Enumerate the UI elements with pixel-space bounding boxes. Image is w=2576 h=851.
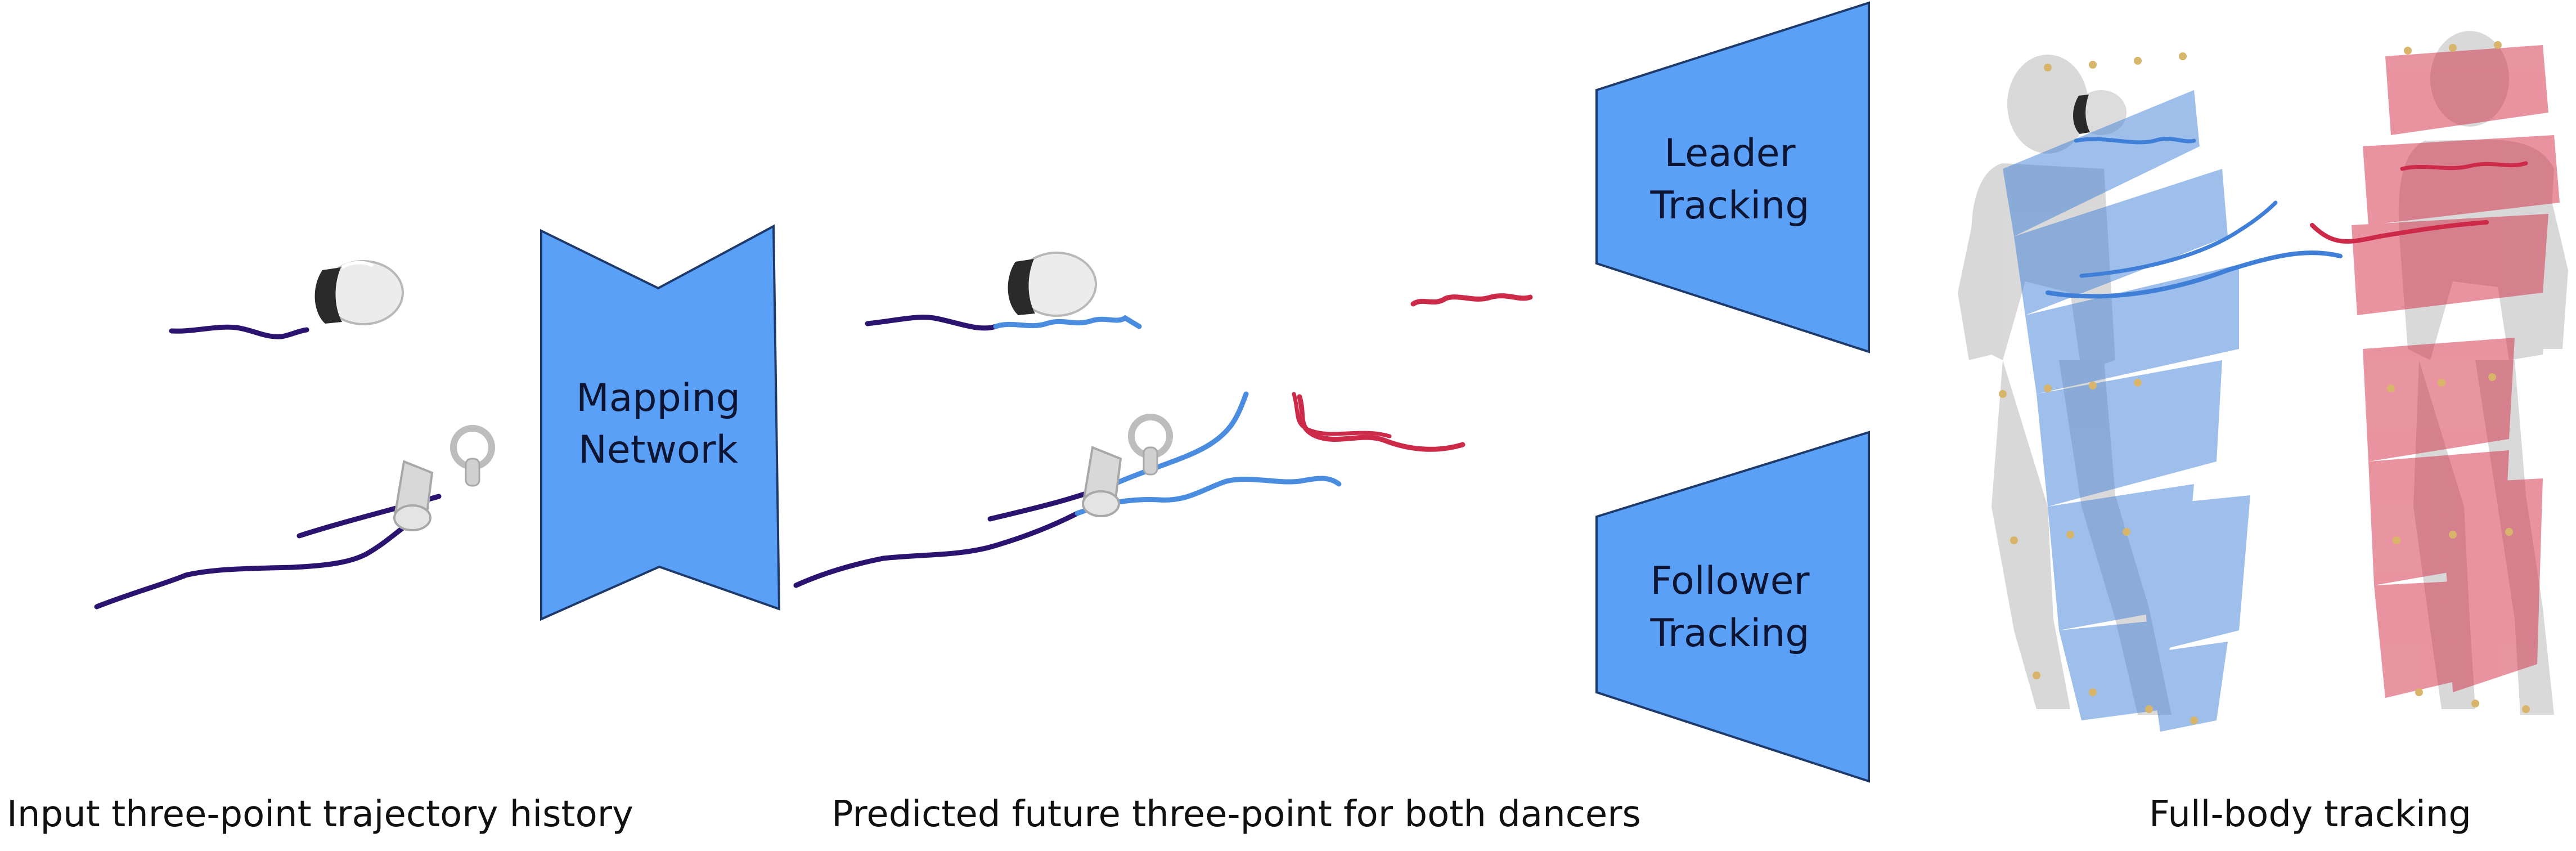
- vr-controller-icon: [1128, 414, 1173, 476]
- leader-arm-trajectory-2: [2079, 200, 2278, 278]
- vr-headset-icon: [1008, 252, 1097, 317]
- leader-hand-future-trajectory-1: [1075, 476, 1342, 516]
- mapping-network-label-line1: Mapping: [576, 376, 740, 420]
- full-body-output: [1958, 31, 2568, 732]
- follower-tracking-label-line1: Follower: [1650, 559, 1809, 603]
- vr-controller-icon: [450, 425, 495, 487]
- leader-tracking-label-line1: Leader: [1664, 131, 1795, 176]
- follower-skeleton-trail: [2352, 45, 2560, 698]
- leader-hand-future-trajectory-2: [1114, 391, 1249, 486]
- leader-skeleton-trail: [2003, 90, 2250, 732]
- vr-controller-icon: [1082, 446, 1122, 517]
- leader-head-future-trajectory: [993, 315, 1142, 329]
- follower-arm-trajectory: [2310, 220, 2489, 244]
- follower-tracking-label-line2: Tracking: [1649, 611, 1809, 656]
- predicted-caption: Predicted future three-point for both da…: [831, 794, 1641, 835]
- leader-head-trajectory: [2074, 137, 2196, 145]
- follower-hand-future-trajectory-1: [1297, 394, 1465, 452]
- follower-head-future-trajectory: [1410, 293, 1533, 307]
- leader-arm-trajectory: [2045, 250, 2343, 299]
- follower-hand-future-trajectory-2: [1292, 392, 1392, 438]
- follower-head-trajectory: [2400, 161, 2528, 171]
- head-history-trajectory: [865, 315, 999, 331]
- head-history-trajectory: [169, 324, 309, 339]
- joint-markers: [1999, 41, 2530, 724]
- predicted-panel: [793, 252, 1533, 588]
- leader-tracking-block: Leader Tracking: [1595, 1, 1870, 353]
- follower-tracking-block: Follower Tracking: [1595, 431, 1870, 783]
- mapping-network-label-line2: Network: [578, 428, 739, 472]
- leader-tracking-label-line2: Tracking: [1649, 183, 1809, 228]
- hand-history-trajectory-1: [793, 510, 1080, 588]
- output-caption: Full-body tracking: [2149, 794, 2471, 835]
- input-panel: [94, 260, 495, 610]
- hand-history-trajectory-1: [94, 523, 408, 610]
- mapping-network-block: Mapping Network: [540, 224, 781, 621]
- input-caption: Input three-point trajectory history: [7, 794, 633, 835]
- vr-controller-icon: [393, 460, 434, 531]
- vr-headset-icon: [314, 260, 404, 325]
